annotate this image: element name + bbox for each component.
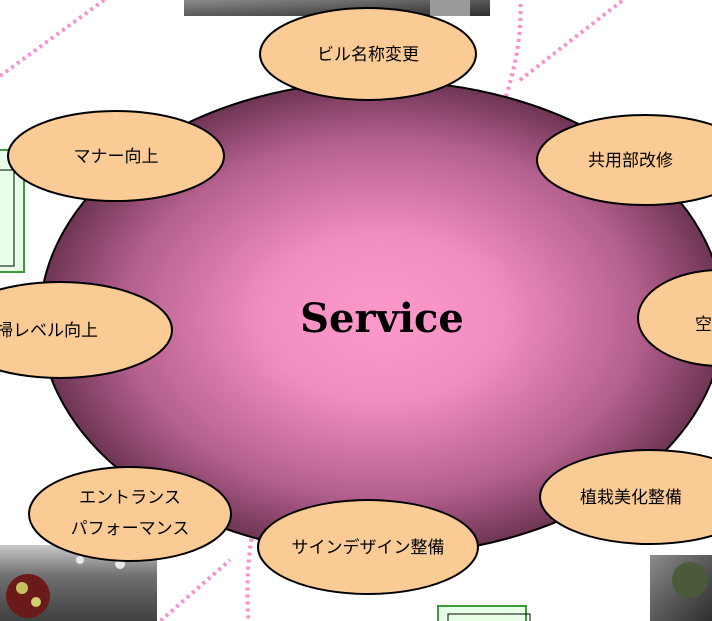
center-label: Service — [300, 295, 464, 342]
node-manners: マナー向上 — [7, 110, 225, 202]
node-sign-design-label: サインデザイン整備 — [292, 537, 445, 558]
node-common-area-label: 共用部改修 — [588, 151, 673, 171]
node-cleaning: 掃レベル向上 — [0, 281, 173, 379]
node-bldg-name: ビル名称変更 — [259, 7, 477, 101]
node-sign-design: サインデザイン整備 — [257, 499, 479, 595]
node-planting: 植栽美化整備 — [539, 449, 712, 545]
node-cleaning-label: 掃レベル向上 — [0, 321, 98, 341]
node-planting-label: 植栽美化整備 — [580, 488, 682, 508]
node-air: 空 — [637, 269, 712, 367]
node-entrance-label-2: パフォーマンス — [71, 519, 190, 539]
photo-bottom-right — [650, 555, 712, 621]
node-air-label: 空 — [695, 315, 712, 335]
node-bldg-name-label: ビル名称変更 — [317, 45, 419, 65]
node-manners-label: マナー向上 — [74, 147, 159, 167]
node-common-area: 共用部改修 — [536, 114, 712, 206]
green-panel-bottom — [437, 605, 531, 621]
node-entrance-label-1: エントランス — [79, 488, 181, 508]
node-entrance: エントランス パフォーマンス — [28, 466, 232, 562]
